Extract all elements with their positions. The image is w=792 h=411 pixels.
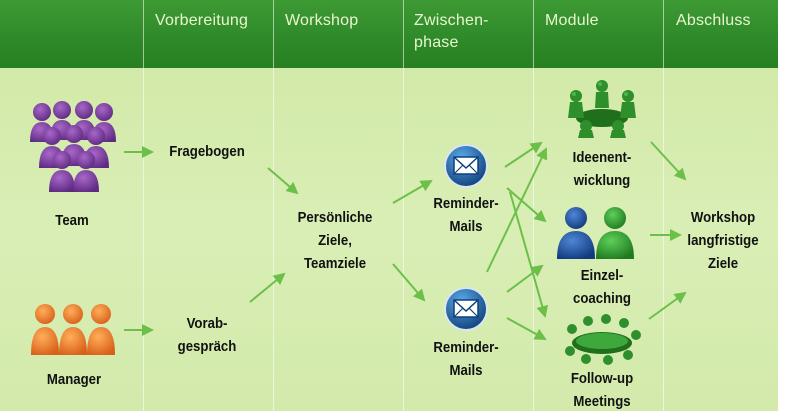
arrow-workshop-to-mail-lower [392,263,426,302]
idea-development-line2: wicklung [573,172,631,189]
column-divider [273,0,274,411]
follow-up-meeting-icon [565,314,641,365]
column-divider [143,0,144,411]
individual-coaching-line2: coaching [573,290,631,307]
follow-up-meetings-line2: Meetings [573,393,631,410]
individual-coaching-line1: Einzel- [580,267,624,284]
phase-label-interim: Zwischen- phase [414,10,489,54]
arrow-mail-lower-to-coaching [506,264,544,293]
envelope-icon [444,287,488,331]
reminder-mails-label-lower: Reminder- Mails [426,336,507,382]
closing-workshop-line1: Workshop [690,209,756,226]
team-group-icon [30,101,116,192]
phase-label-preparation: Vorbereitung [155,12,249,29]
column-divider [533,0,534,411]
reminder-mails-lower-line1: Reminder- [433,339,499,356]
manager-label: Manager [46,371,102,388]
arrow-followup-to-closing [648,291,687,320]
reminder-mails-upper-line2: Mails [449,218,483,235]
arrow-mail-upper-to-followup [509,191,549,318]
reminder-mails-upper-line1: Reminder- [433,195,499,212]
pre-talk-label: Vorab- gespräch [167,312,246,358]
phase-label-interim-line2: phase [414,34,459,51]
manager-group-icon [31,304,115,355]
idea-development-label: Ideenent- wicklung [558,146,646,192]
arrow-pretalk-to-workshop [249,272,286,303]
column-divider [663,0,664,411]
phase-label-modules: Module [545,12,599,29]
phase-label-closing: Abschluss [676,12,751,29]
pre-talk-line2: gespräch [177,338,237,355]
arrow-questionnaire-to-workshop [267,167,299,195]
individual-coaching-icon [557,207,634,259]
follow-up-meetings-label: Follow-up Meetings [558,367,646,411]
envelope-icon [444,144,488,188]
arrow-mail-lower-to-followup [506,317,547,340]
individual-coaching-label: Einzel- coaching [558,264,646,310]
workshop-goals-line3: Teamziele [303,255,367,272]
column-divider [403,0,404,411]
team-label: Team [55,212,89,229]
idea-development-line1: Ideenent- [572,149,632,166]
workshop-goals-line2: Ziele, [318,232,352,249]
closing-workshop-line2: langfristige [687,232,759,249]
phase-label-workshop: Workshop [285,12,359,29]
phase-header-bar [0,0,778,68]
closing-workshop-line3: Ziele [707,255,739,272]
arrow-mail-lower-to-idea [486,147,548,273]
phase-label-interim-line1: Zwischen- [414,12,489,29]
follow-up-meetings-line1: Follow-up [570,370,634,387]
workshop-goals-label: Persönliche Ziele, Teamziele [287,206,384,275]
reminder-mails-lower-line2: Mails [449,362,483,379]
arrow-mail-upper-to-coaching [506,187,547,223]
reminder-mails-label-upper: Reminder- Mails [426,192,507,238]
arrow-idea-to-closing [650,141,687,181]
questionnaire-label: Fragebogen [169,143,245,160]
arrow-workshop-to-mail-upper [392,179,433,204]
closing-workshop-label: Workshop langfristige Ziele [680,206,766,275]
pre-talk-line1: Vorab- [186,315,228,332]
arrow-mail-upper-to-idea [504,141,543,168]
workshop-goals-line1: Persönliche [297,209,373,226]
idea-development-meeting-icon [568,80,636,138]
